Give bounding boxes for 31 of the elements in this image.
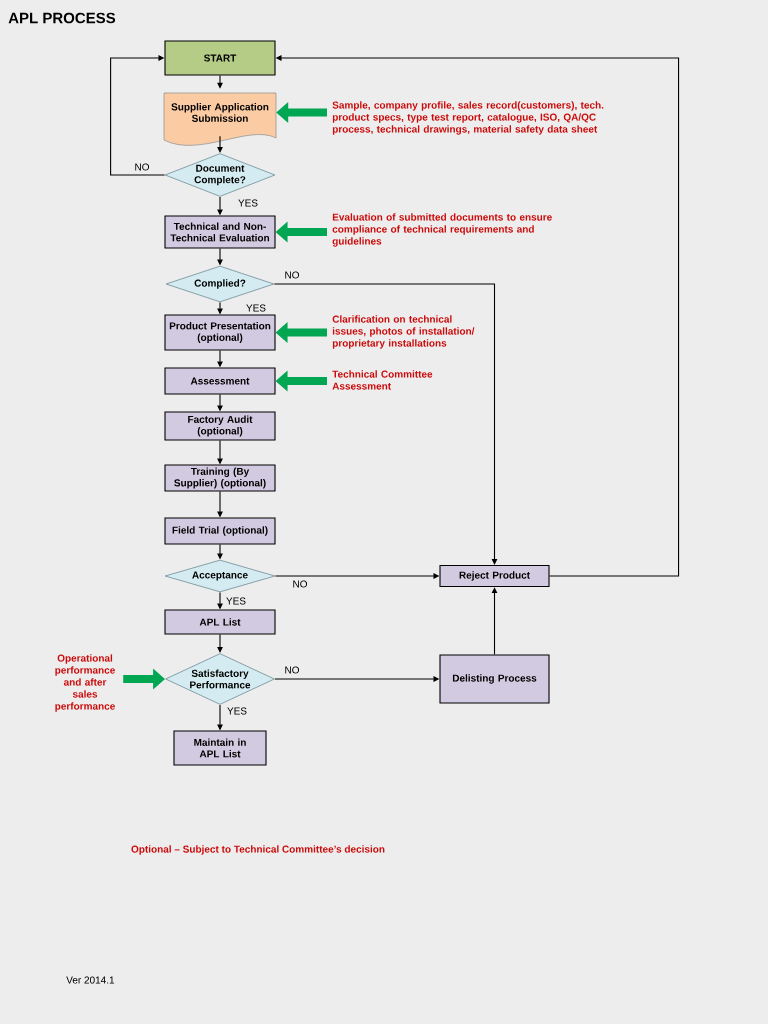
process-box: Factory Audit (optional) — [164, 411, 276, 441]
edge-label: NO — [291, 579, 309, 589]
callout-text: Sample, company profile, sales record(customers), tech. product specs, type test report, catalogue, ISO, QA/QC process, technical drawings, material safety data sheet — [332, 101, 604, 135]
edge-label: YES — [237, 198, 259, 208]
edge-label: YES — [226, 706, 248, 716]
arrow — [491, 587, 498, 655]
title: APL PROCESS — [8, 12, 116, 24]
edge-label: YES — [225, 596, 247, 606]
process-box: Training (By Supplier) (optional) — [164, 464, 276, 492]
process-box: Assessment — [164, 367, 276, 395]
edge-label: NO — [283, 270, 301, 280]
version-label: Ver 2014.1 — [66, 976, 115, 984]
arrow — [273, 283, 498, 565]
callout-text: Clarification on technical issues, photos of installation/ proprietary installations — [332, 315, 475, 349]
process-box: Reject Product — [439, 564, 550, 588]
arrow — [217, 75, 223, 89]
start-box: START — [164, 40, 276, 76]
process-box: Delisting Process — [439, 654, 550, 704]
callout-text: Technical Committee Assessment — [332, 370, 433, 390]
process-box: APL List — [164, 609, 276, 635]
callout-text: Evaluation of submitted documents to ensure compliance of technical requirements and guidelines — [332, 213, 552, 247]
edge-label: NO — [133, 162, 151, 172]
process-box: Product Presentation (optional) — [164, 314, 276, 351]
process-box: Maintain in APL List — [173, 730, 267, 766]
edge-label: YES — [245, 303, 267, 313]
callout-text: Operational performance and after sales performance — [55, 654, 115, 712]
process-box: Field Trial (optional) — [164, 517, 276, 545]
edge-label: NO — [283, 665, 301, 675]
arrow — [110, 55, 166, 176]
process-box: Technical and Non-Technical Evaluation — [164, 215, 276, 249]
note-text: Optional – Subject to Technical Committee’s decision — [131, 845, 385, 855]
